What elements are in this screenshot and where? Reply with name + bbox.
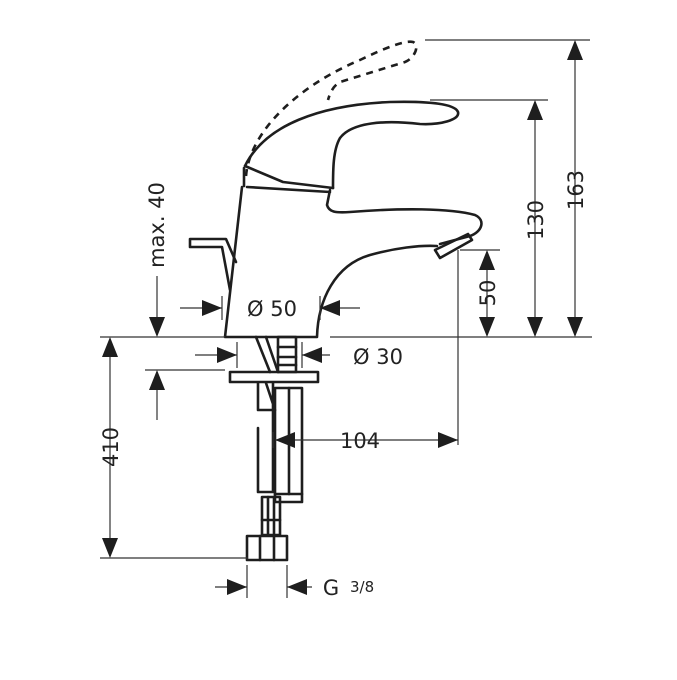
dim-max40-label: max. 40 xyxy=(145,182,169,268)
dim-104-label: 104 xyxy=(340,429,380,453)
dim-163-label: 163 xyxy=(564,170,588,210)
dim-410-label: 410 xyxy=(99,427,123,467)
dim-d30-label: Ø 30 xyxy=(353,345,403,369)
dim-130-label: 130 xyxy=(524,200,548,240)
mounting-parts xyxy=(228,335,320,562)
dimension-arrows xyxy=(102,40,583,595)
dim-g-size-label: 3/8 xyxy=(350,578,374,596)
faucet-body xyxy=(223,185,483,339)
dim-d50-label: Ø 50 xyxy=(247,297,297,321)
dim-50-label: 50 xyxy=(476,280,500,307)
dim-g-label: G xyxy=(323,576,339,600)
lever-handle xyxy=(242,100,460,190)
dimension-lines xyxy=(100,39,592,598)
popup-rod xyxy=(188,237,238,292)
